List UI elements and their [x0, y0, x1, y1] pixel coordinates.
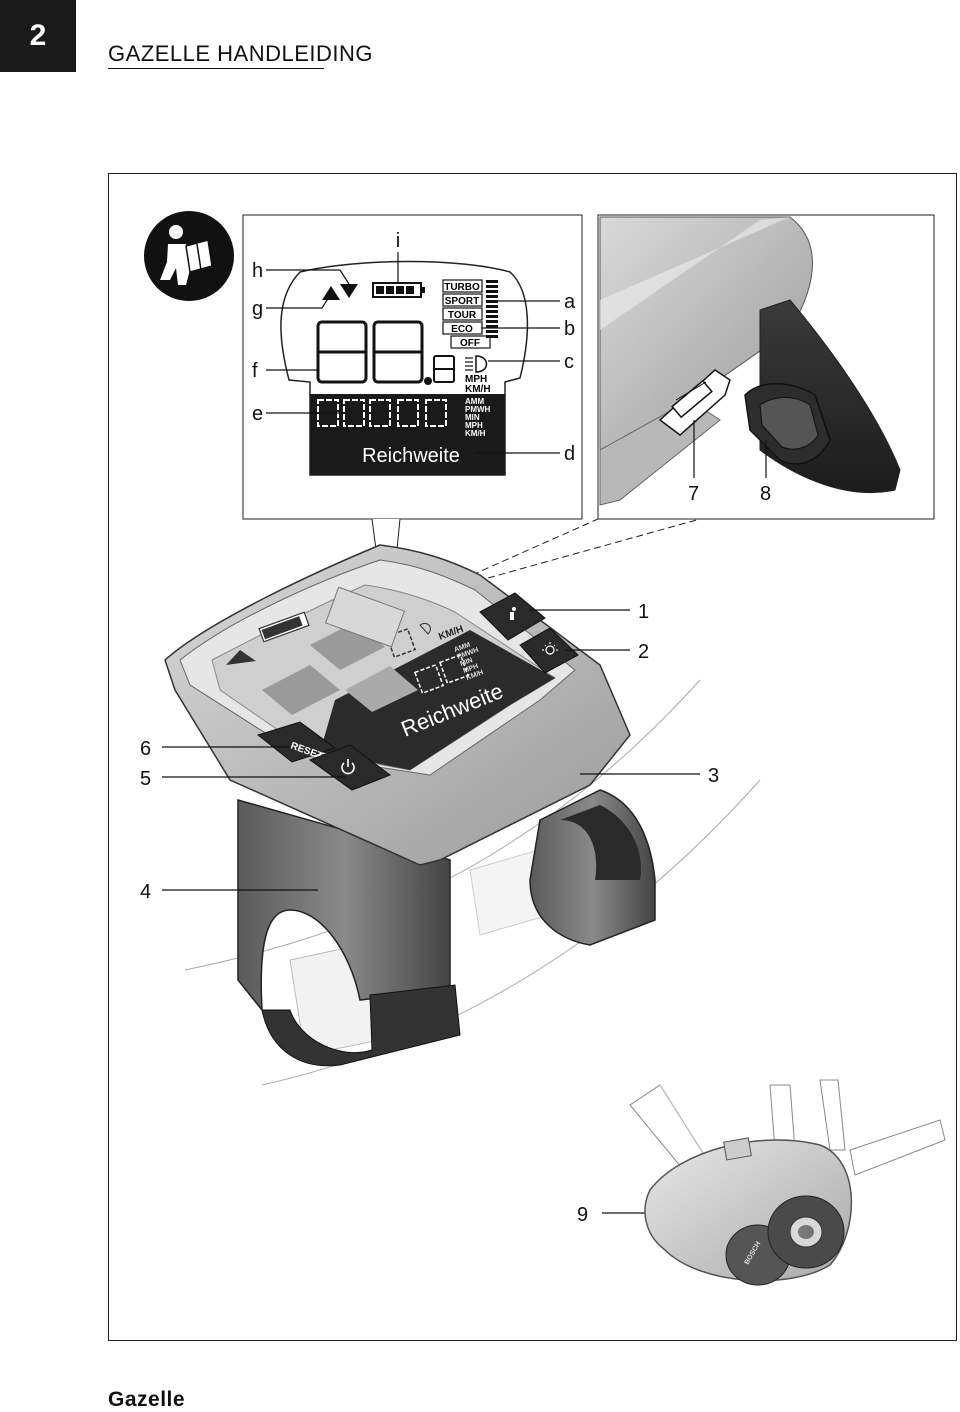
label-g: g [252, 298, 263, 320]
connector-illustration [599, 216, 901, 506]
label-h: h [252, 260, 263, 282]
arrow-down-icon [340, 284, 358, 298]
assist-mode-sport: SPORT [445, 296, 479, 307]
label-e: e [252, 403, 263, 425]
label-i: i [396, 230, 400, 252]
main-screen-segments [226, 586, 470, 715]
label-9: 9 [577, 1204, 588, 1226]
dashed-link-bottom [487, 518, 701, 579]
info-icon [512, 607, 516, 611]
trip-unit-mph: MPH [465, 421, 483, 430]
inset-text-field: Reichweite [362, 445, 460, 467]
assist-mode-turbo: TURBO [444, 282, 480, 293]
page-number-tab: 2 [0, 0, 76, 72]
label-c: c [564, 351, 574, 373]
main-trip-unit-mph: MPH [462, 663, 479, 675]
label-d: d [564, 443, 575, 465]
light-button[interactable] [519, 627, 579, 674]
main-leader-lines [162, 609, 700, 1214]
assist-mode-eco: ECO [451, 324, 473, 335]
drive-unit [629, 1079, 946, 1286]
trip-panel [310, 394, 505, 475]
power-icon [341, 759, 355, 775]
label-6: 6 [140, 738, 151, 760]
label-4: 4 [140, 881, 151, 903]
speed-digits [316, 320, 455, 385]
trip-unit-min: MIN [465, 413, 480, 422]
sun-icon [542, 642, 558, 655]
inset-leader-lines [266, 252, 560, 454]
main-trip-unit-min: MIN [459, 657, 473, 668]
power-button[interactable] [308, 744, 392, 791]
label-a: a [564, 291, 576, 313]
label-5: 5 [140, 768, 151, 790]
speed-unit-mph: MPH [465, 374, 487, 385]
assist-mode-panel: TURBO SPORT TOUR ECO OFF [442, 279, 498, 349]
title-underline [108, 68, 324, 69]
assist-mode-tour: TOUR [448, 310, 477, 321]
page-title: GAZELLE HANDLEIDING [108, 41, 374, 66]
page-number: 2 [29, 19, 47, 52]
label-2: 2 [638, 641, 649, 663]
info-button[interactable] [479, 592, 546, 641]
manual-reading-icon [144, 211, 234, 301]
assist-mode-off: OFF [460, 338, 480, 349]
figure-frame [108, 173, 957, 1341]
gazelle-logo: Gazelle [108, 1388, 186, 1411]
battery-icon [372, 282, 425, 298]
label-8: 8 [760, 483, 771, 505]
main-trip-panel [320, 630, 555, 770]
label-f: f [252, 360, 258, 382]
arrow-up-icon [322, 286, 340, 300]
trip-unit-amm: AMM [465, 397, 484, 406]
label-7: 7 [688, 483, 699, 505]
speed-unit-kmh: KM/H [465, 384, 491, 395]
trip-unit-kmh: KM/H [465, 429, 486, 438]
label-1: 1 [638, 601, 649, 623]
trip-unit-pmwh: PMWH [465, 405, 491, 414]
label-3: 3 [708, 765, 719, 787]
label-b: b [564, 318, 575, 340]
reset-button[interactable]: RESET [256, 721, 337, 763]
dashed-link-top [471, 518, 599, 576]
light-icon [465, 355, 488, 373]
